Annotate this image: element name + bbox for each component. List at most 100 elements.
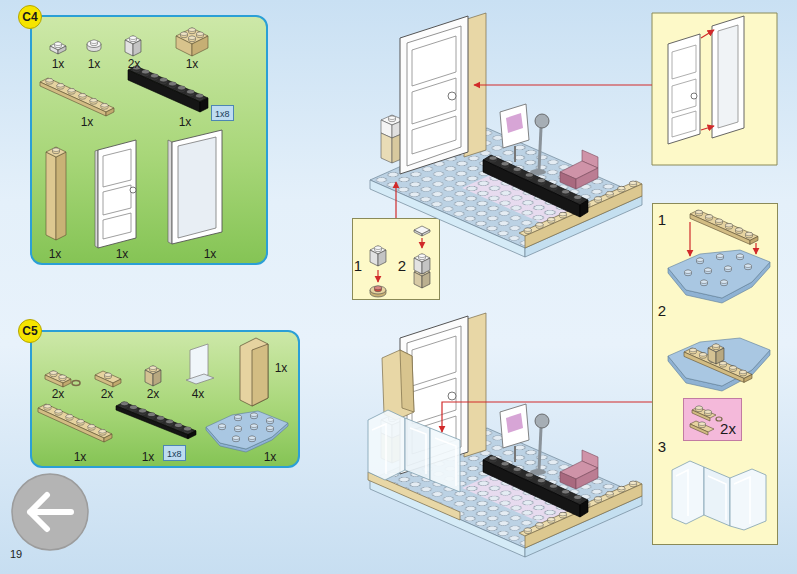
sub-step-figure [414,254,430,274]
parts-c5 [267,426,274,432]
model-additions [400,350,414,412]
length-tag-text: 1x8 [167,449,182,459]
sub-step-figure [706,215,713,221]
door-inset-figure [712,16,744,138]
sub-step-figure [375,286,382,292]
door-inset-figure [691,93,697,99]
parts-c4 [125,36,141,56]
parts-c4 [189,36,196,42]
parts-c5 [145,366,161,386]
sub-step-figure [689,222,690,256]
part-count: 1x [88,57,101,71]
page-number: 19 [10,548,22,561]
parts-c4 [128,70,200,112]
parts-c5 [148,413,155,419]
sub-step-figure [705,268,712,274]
part-count: 2x [52,387,65,401]
callout-number: 2 [658,302,666,319]
parts-c5 [44,405,106,436]
parts-c5 [104,434,112,442]
model-additions [368,350,460,520]
parts-c4 [46,152,56,240]
sub-step-figure [755,243,756,254]
callout-number: 2 [398,257,406,274]
parts-c5 [38,408,104,442]
sub-step-figure [668,250,770,298]
parts-c5 [38,338,288,452]
parts-c5 [72,381,80,386]
parts-c4 [68,89,75,95]
parts-c5 [251,413,258,419]
callout-number: 1 [658,211,666,228]
sub-step-figure [697,258,704,264]
parts-c4 [178,86,185,92]
parts-c4 [46,79,53,85]
parts-c5 [235,415,242,421]
sub-step-figure [725,266,732,272]
door-inset-figure [701,30,714,38]
parts-c4 [57,84,64,90]
parts-c5 [121,402,128,408]
sub-step-figure [740,370,747,376]
parts-c5 [219,413,274,442]
back-button [30,495,71,529]
parts-c5 [249,436,256,442]
length-tag: 1x8 [163,445,186,461]
parts-c4 [87,41,101,48]
sub-step-figure [721,280,728,286]
sub-step-figure [685,270,692,276]
parts-c4 [53,148,60,154]
parts-c4 [142,70,149,76]
parts-c5 [59,375,66,381]
part-count: 1x [142,450,155,464]
sub-step-figure [726,224,733,230]
length-tag-text: 1x8 [215,109,230,119]
door-inset-figure [718,25,738,128]
parts-c4 [50,42,66,54]
parts-c5 [184,427,191,433]
parts-c4 [151,74,158,80]
parts-c4 [101,104,108,110]
part-count: 2x [128,57,141,71]
parts-c5 [219,424,226,430]
leader-line [474,84,652,85]
parts-c4 [196,94,203,100]
parts-c4 [46,147,66,157]
back-button [12,474,88,550]
callout-number: 1 [354,257,362,274]
parts-c5 [116,406,188,439]
parts-c5 [186,374,214,384]
sub-step-figure [690,214,750,244]
parts-c4 [189,28,196,34]
door-inset-figure [672,45,696,137]
parts-c5 [267,418,274,424]
parts-c4 [160,78,167,84]
sub-step-figure [676,470,750,524]
sub-step-figure [736,228,743,234]
sub-step-figure [370,226,430,297]
leader-line [395,182,396,218]
sub-step-figure [690,348,697,354]
part-count: 2x [720,420,736,437]
sub-step-figure [737,254,744,260]
sub-step-figure [668,210,770,530]
sub-step-figure [370,286,386,294]
parts-c4 [169,82,176,88]
sub-step-figure [700,353,707,359]
sub-step-figure [708,344,724,364]
length-tag: 1x8 [211,105,234,121]
parts-c4 [103,149,131,239]
parts-c5 [77,420,84,426]
callout-number: 3 [658,438,666,455]
parts-c4 [40,78,114,112]
parts-c4 [133,66,203,100]
parts-c4 [181,28,204,42]
sub-step-figure [720,362,727,368]
parts-c4 [98,140,136,248]
parts-c5 [50,371,57,377]
sub-step-figure [377,270,378,282]
parts-c4 [176,28,208,56]
sub-step-figure [746,232,753,238]
parts-c4 [106,108,114,116]
